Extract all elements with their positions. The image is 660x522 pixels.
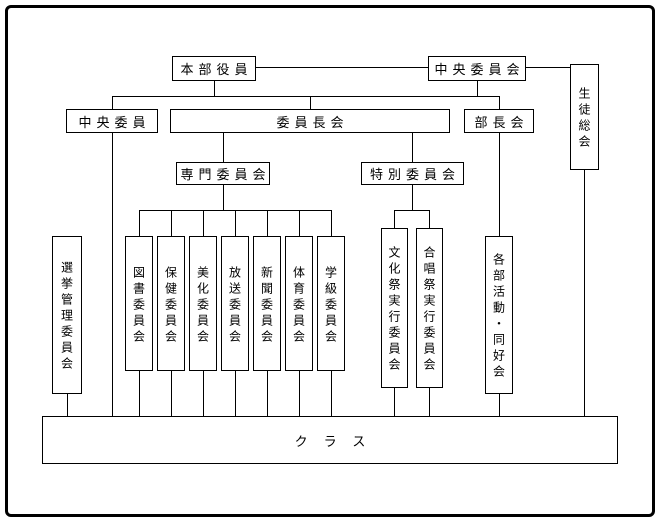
outer-border bbox=[5, 5, 655, 517]
connector-line bbox=[171, 371, 172, 416]
connector-line bbox=[223, 185, 224, 210]
node-iincho-kai: 委員長会 bbox=[170, 109, 450, 133]
node-seito-sokai: 生徒総会 bbox=[570, 64, 599, 170]
node-label: 放送委員会 bbox=[227, 265, 242, 346]
node-chuo-iin: 中央委員 bbox=[66, 109, 158, 133]
node-hoken-iinkai: 保健委員会 bbox=[157, 236, 185, 371]
node-taiiku-iinkai: 体育委員会 bbox=[285, 236, 313, 371]
node-label: 体育委員会 bbox=[291, 265, 306, 346]
connector-line bbox=[429, 388, 430, 416]
node-label: 美化委員会 bbox=[195, 265, 210, 346]
connector-line bbox=[394, 388, 395, 416]
connector-line bbox=[267, 371, 268, 416]
connector-line bbox=[203, 371, 204, 416]
node-label: 中央委員 bbox=[78, 115, 151, 131]
node-bucho-kai: 部長会 bbox=[464, 109, 534, 133]
node-gakkyu-iinkai: 学級委員会 bbox=[317, 236, 345, 371]
connector-line bbox=[256, 67, 428, 68]
connector-line bbox=[429, 210, 430, 228]
node-label: クラス bbox=[294, 434, 382, 450]
connector-line bbox=[139, 210, 140, 236]
node-label: 本部役員 bbox=[180, 63, 253, 78]
connector-line bbox=[235, 210, 236, 236]
node-label: 合唱祭実行委員会 bbox=[422, 246, 436, 374]
connector-line bbox=[223, 133, 224, 162]
connector-line bbox=[299, 371, 300, 416]
connector-line bbox=[67, 394, 68, 416]
node-bika-iinkai: 美化委員会 bbox=[189, 236, 217, 371]
node-shinbun-iinkai: 新聞委員会 bbox=[253, 236, 281, 371]
node-label: 新聞委員会 bbox=[259, 265, 274, 346]
connector-line bbox=[331, 210, 332, 236]
connector-line bbox=[412, 133, 413, 162]
node-chuo-iinkai: 中央委員会 bbox=[428, 56, 526, 81]
connector-line bbox=[394, 210, 395, 228]
connector-line bbox=[394, 210, 430, 211]
node-tokubetsu-iinkai: 特別委員会 bbox=[361, 162, 464, 185]
connector-line bbox=[584, 170, 585, 416]
connector-line bbox=[331, 371, 332, 416]
connector-line bbox=[310, 96, 311, 109]
node-hoso-iinkai: 放送委員会 bbox=[221, 236, 249, 371]
connector-line bbox=[477, 81, 478, 96]
node-label: 委員長会 bbox=[276, 115, 349, 131]
connector-line bbox=[171, 210, 172, 236]
connector-line bbox=[412, 185, 413, 210]
connector-line bbox=[139, 371, 140, 416]
node-label: 文化祭実行委員会 bbox=[387, 246, 401, 374]
node-kakubu-katsudo: 各部活動・同好会 bbox=[485, 236, 513, 394]
node-tosho-iinkai: 図書委員会 bbox=[125, 236, 153, 371]
node-gasshosai-jikko-iinkai: 合唱祭実行委員会 bbox=[416, 228, 443, 388]
connector-line bbox=[499, 394, 500, 416]
connector-line bbox=[526, 67, 570, 68]
node-honbu-yakuin: 本部役員 bbox=[172, 56, 256, 81]
connector-line bbox=[112, 133, 113, 416]
node-class: クラス bbox=[42, 416, 618, 464]
connector-line bbox=[267, 210, 268, 236]
node-label: 図書委員会 bbox=[131, 265, 146, 346]
node-label: 部長会 bbox=[474, 115, 529, 131]
connector-line bbox=[112, 96, 113, 109]
node-label: 学級委員会 bbox=[323, 265, 338, 346]
connector-line bbox=[299, 210, 300, 236]
connector-line bbox=[214, 81, 215, 96]
node-label: 各部活動・同好会 bbox=[491, 253, 506, 381]
node-label: 中央委員会 bbox=[434, 63, 525, 78]
connector-line bbox=[499, 133, 500, 236]
connector-line bbox=[112, 96, 500, 97]
connector-line bbox=[203, 210, 204, 236]
node-label: 選挙管理委員会 bbox=[59, 261, 74, 373]
node-senmon-iinkai: 専門委員会 bbox=[176, 162, 270, 185]
node-label: 特別委員会 bbox=[369, 168, 460, 183]
node-label: 生徒総会 bbox=[577, 87, 591, 151]
node-label: 専門委員会 bbox=[180, 168, 271, 183]
connector-line bbox=[499, 96, 500, 109]
node-bunkasai-jikko-iinkai: 文化祭実行委員会 bbox=[381, 228, 408, 388]
node-label: 保健委員会 bbox=[163, 265, 178, 346]
node-senkyo-kanri-iinkai: 選挙管理委員会 bbox=[52, 236, 82, 394]
connector-line bbox=[235, 371, 236, 416]
